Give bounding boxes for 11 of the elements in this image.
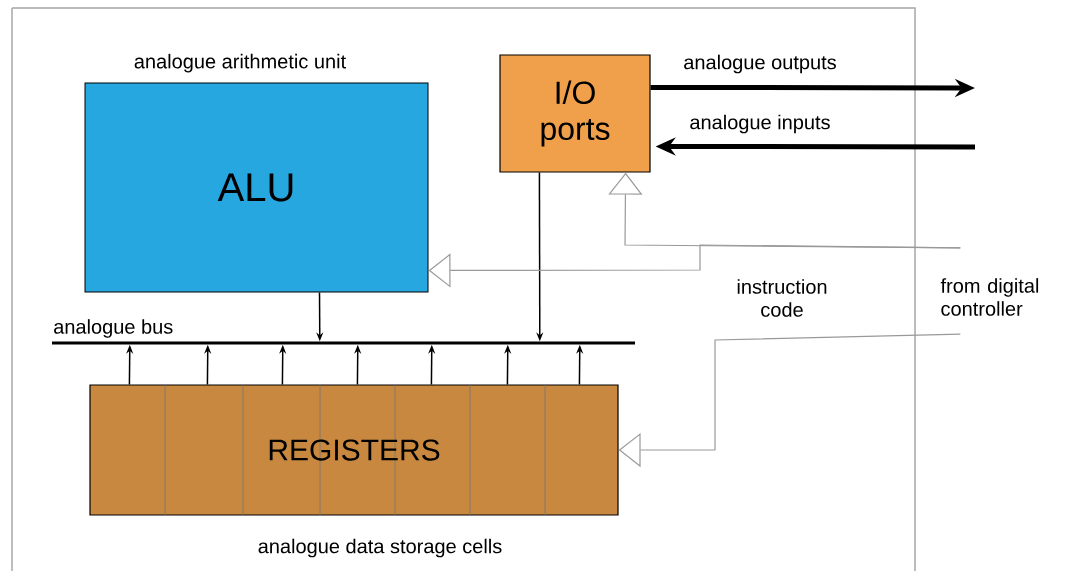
register-box: REGISTERS bbox=[89, 384, 619, 516]
text-label: instruction code bbox=[737, 279, 827, 317]
arrow bbox=[428, 244, 961, 288]
node-label: analogue data storage cells bbox=[258, 538, 502, 558]
edge-label: analogue outputs bbox=[682, 53, 838, 75]
alu-box: ALU bbox=[84, 82, 429, 293]
text-label: from digital controller bbox=[940, 278, 1039, 316]
bus-label: analogue bus bbox=[54, 319, 173, 338]
node-heading: analogue arithmetic unit bbox=[134, 53, 346, 73]
port-box: I/O ports bbox=[499, 54, 651, 173]
edge-label: analogue inputs bbox=[688, 113, 832, 135]
